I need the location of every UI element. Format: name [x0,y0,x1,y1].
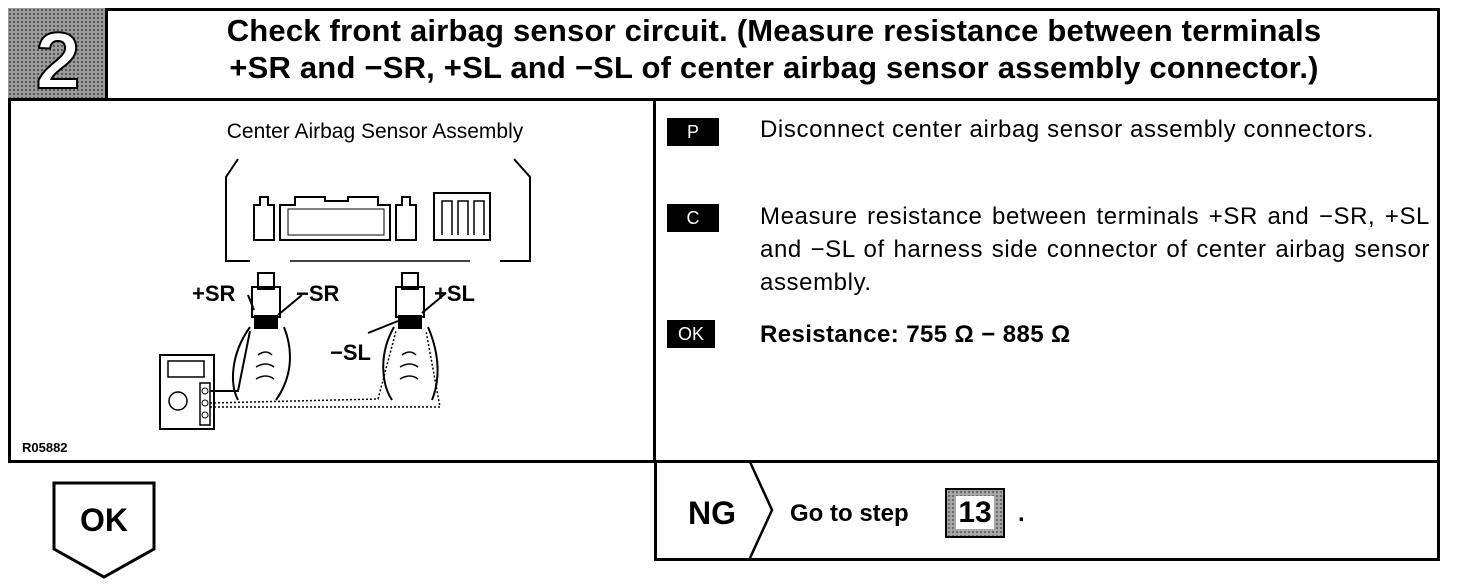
resistance-spec: Resistance: 755 Ω − 885 Ω [760,321,1071,348]
label-minus-sl: −SL [330,340,371,365]
step-number: 2 [36,16,81,100]
title-line-1: Check front airbag sensor circuit. (Meas… [226,13,1322,48]
step-badge-c: C [667,204,719,232]
step-text-p: Disconnect center airbag sensor assembly… [760,116,1375,143]
ng-branch-label: NG [688,495,736,531]
step-badge-ok: OK [667,320,715,348]
step-text-c: Measure resistance between terminals +SR… [760,203,1430,296]
label-plus-sr: +SR [192,281,236,306]
figure-title: Center Airbag Sensor Assembly [226,120,524,143]
procedure-frame [8,8,1440,463]
goto-period: . [1018,500,1025,527]
ng-box [654,460,1440,561]
step-number-box: 2 [8,8,108,100]
title-line-2: +SR and −SR, +SL and −SL of center airba… [229,50,1319,85]
goto-step-value: 13 [956,496,994,529]
figure-code: R05882 [22,440,68,455]
step-badge-p: P [667,118,719,146]
label-plus-sl: +SL [434,281,475,306]
ok-arrow-icon [52,481,156,579]
label-minus-sr: −SR [296,281,340,306]
column-divider [653,98,656,463]
header-divider [8,98,1440,101]
goto-step-text: Go to step [790,500,909,527]
connector-diagram [159,158,531,430]
ok-branch-label: OK [80,502,128,538]
goto-step-number: 13 [945,488,1005,538]
step-title: Check front airbag sensor circuit. (Meas… [108,12,1440,86]
ng-chevron-icon [748,462,774,559]
